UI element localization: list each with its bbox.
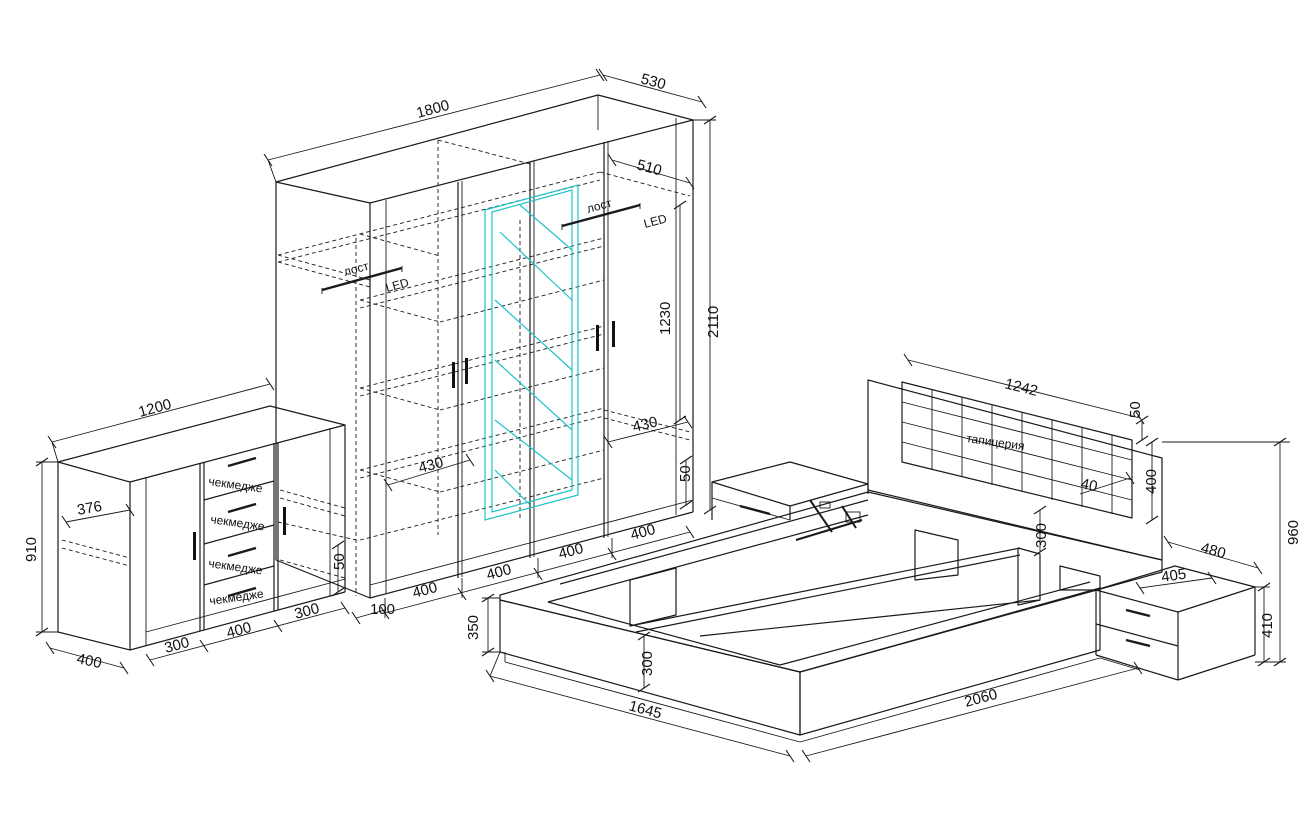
dim-wardrobe-width: 1800 — [415, 97, 452, 122]
drawer-label-3: чекмедже — [208, 556, 264, 577]
hanging-rail-right — [561, 203, 641, 230]
drawer-handle — [227, 546, 257, 558]
lift-mechanism — [795, 499, 863, 542]
drawer-handle — [227, 502, 257, 514]
wardrobe-dimensions: 1800 530 2110 510 1230 430 430 50 — [263, 68, 722, 625]
dim-headboard-top: 50 — [1127, 401, 1144, 418]
dim-dresser-section-left: 300 — [163, 634, 192, 657]
dim-nightstand-width: 480 — [1199, 539, 1228, 562]
dim-rail-height: 1230 — [657, 302, 674, 335]
drawer-handle — [227, 456, 257, 468]
dim-shelf-depth-right: 430 — [631, 413, 659, 436]
dim-slat-height: 300 — [639, 651, 656, 676]
dim-wardrobe-height: 2110 — [705, 306, 722, 338]
dim-wardrobe-plinth: 50 — [677, 465, 694, 482]
wardrobe-top — [275, 94, 694, 204]
drawer-handle — [227, 586, 257, 598]
dim-dresser-inner-depth: 376 — [76, 498, 104, 519]
dim-wardrobe-inner-depth: 510 — [635, 156, 664, 179]
bed-frame-side — [799, 587, 1101, 736]
dim-dresser-height: 910 — [23, 537, 40, 562]
dim-headboard-inset: 40 — [1079, 475, 1099, 495]
headboard-panel — [867, 379, 1163, 561]
dim-nightstand-depth: 405 — [1160, 566, 1187, 586]
led-label-right: LED — [642, 211, 668, 231]
dim-dresser-width: 1200 — [137, 396, 174, 421]
dim-module-4: 400 — [629, 521, 658, 544]
rail-label-right: лост — [585, 196, 614, 216]
drawer-handle — [1125, 638, 1151, 648]
dim-dresser-section-right: 300 — [293, 600, 322, 623]
dim-bed-total-height: 960 — [1285, 520, 1300, 545]
dresser-dimensions: 1200 910 376 400 300 400 300 50 — [23, 377, 350, 675]
drawer-label-2: чекмедже — [210, 512, 266, 533]
dresser-top — [57, 405, 346, 483]
dim-bed-length: 2060 — [963, 686, 1000, 711]
dim-wardrobe-depth: 530 — [639, 70, 668, 93]
dim-dresser-plinth: 50 — [331, 553, 348, 570]
door-handle — [465, 358, 468, 384]
rail-label-left: лост — [342, 259, 371, 279]
door-handle — [612, 321, 615, 347]
nightstand-left — [711, 461, 869, 521]
dim-headboard-width: 1242 — [1003, 375, 1039, 400]
dim-bed-width: 1645 — [627, 697, 664, 722]
bed-dimensions: 1242 50 400 40 960 410 480 405 — [465, 353, 1300, 763]
dim-dresser-depth: 400 — [75, 650, 103, 672]
led-label-left: LED — [384, 275, 410, 295]
wardrobe: лост LED лост LED — [275, 94, 694, 599]
dim-headboard-height: 400 — [1143, 469, 1160, 494]
headboard-label: тапицерия — [966, 431, 1026, 453]
dim-wardrobe-offset: 100 — [370, 601, 395, 618]
hanging-rail-left — [321, 266, 403, 294]
dim-headboard-inner-height: 300 — [1033, 523, 1050, 548]
dim-module-2: 400 — [485, 561, 514, 584]
drawer-label-4: чекмедже — [208, 586, 264, 607]
drawer-handle — [1125, 608, 1151, 618]
dim-bed-frame-height: 350 — [465, 615, 482, 640]
drawer-label-1: чекмедже — [208, 474, 264, 495]
dim-module-1: 400 — [411, 579, 440, 602]
door-handle — [452, 362, 455, 388]
dim-dresser-section-middle: 400 — [225, 619, 254, 642]
glass-door — [484, 184, 579, 521]
door-handle — [596, 325, 599, 351]
bed-frame-top — [499, 491, 1163, 673]
dim-nightstand-height: 410 — [1259, 613, 1276, 638]
dim-shelf-depth-left: 430 — [417, 454, 446, 477]
door-handle — [283, 507, 286, 535]
door-handle — [193, 532, 196, 560]
dim-module-3: 400 — [557, 540, 586, 563]
headboard-cushion — [901, 381, 1133, 519]
bed: тапицерия — [499, 379, 1256, 743]
